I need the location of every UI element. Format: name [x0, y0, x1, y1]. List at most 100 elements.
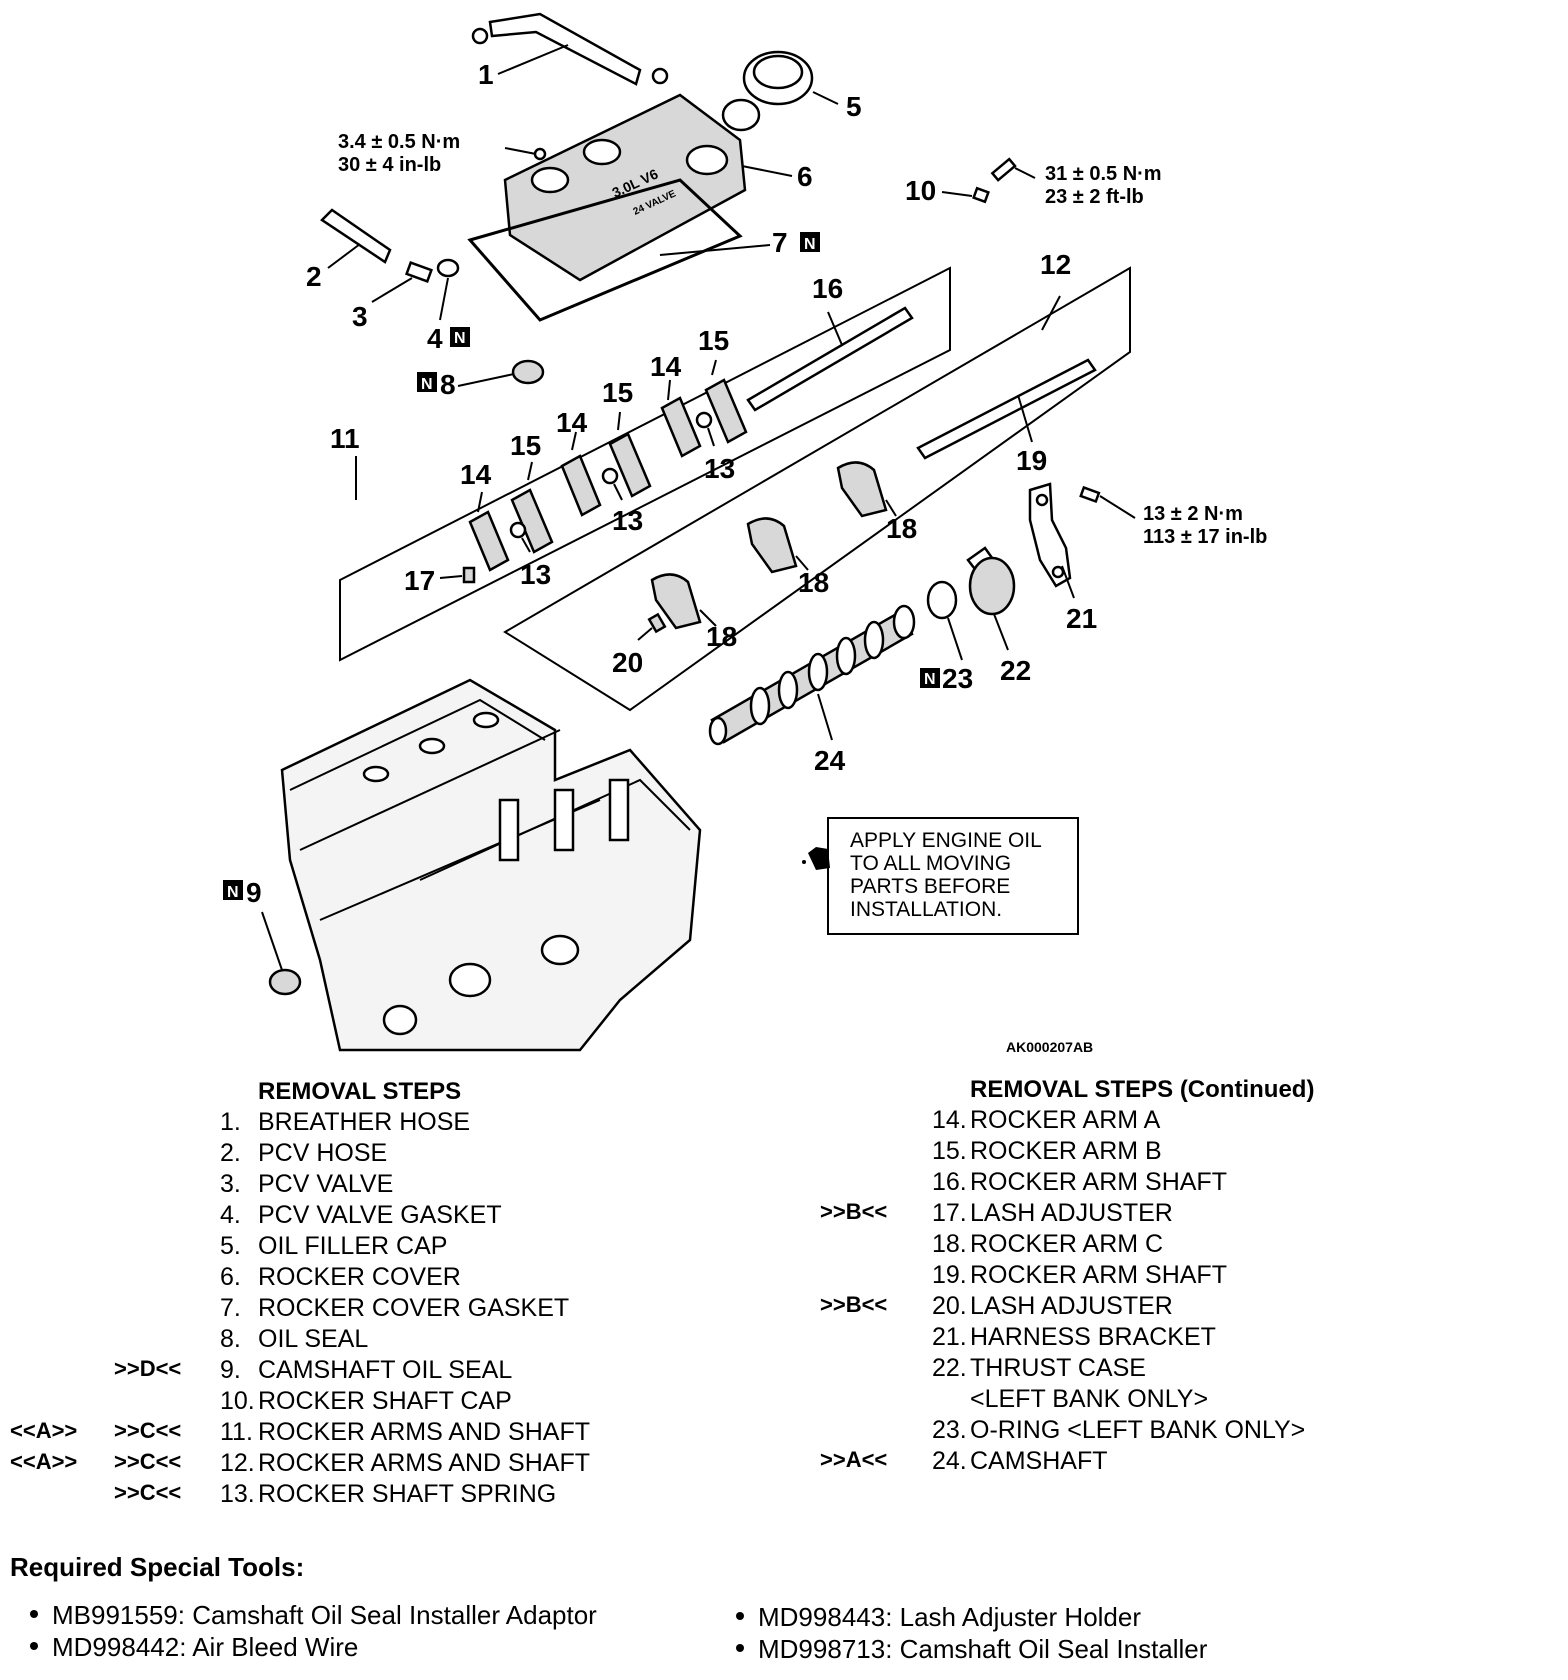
removal-steps-continued-title: REMOVAL STEPS (Continued) — [970, 1076, 1315, 1103]
new-part-marker-9 — [223, 880, 243, 900]
callout-24: 24 — [814, 745, 846, 776]
callout-22: 22 — [1000, 655, 1031, 686]
step-text: <LEFT BANK ONLY> — [970, 1385, 1209, 1413]
step-text: PCV VALVE GASKET — [258, 1201, 502, 1229]
step-text: ROCKER ARM A — [970, 1106, 1161, 1134]
bullet-icon — [30, 1642, 38, 1651]
step-number: 20. — [932, 1292, 967, 1320]
special-tool-item: MD998443: Lash Adjuster Holder — [736, 1602, 1141, 1633]
removal-step: >>C<< 13. ROCKER SHAFT SPRING — [0, 1480, 700, 1511]
step-number: 22. — [932, 1354, 967, 1382]
bullet-icon — [736, 1644, 744, 1653]
torque-spec-1-line-1: 3.4 ± 0.5 N·m — [338, 131, 460, 153]
rocker-arm-assembly-12-frame — [503, 266, 1131, 712]
special-tool-text: MB991559: Camshaft Oil Seal Installer Ad… — [52, 1600, 597, 1630]
oil-can-icon — [808, 847, 830, 870]
rocker-cover: 3.0L V6 24 VALVE — [503, 93, 747, 282]
torque-spec-3-line-2: 113 ± 17 in-lb — [1143, 526, 1267, 548]
bullet-icon — [736, 1612, 744, 1621]
step-number: 5. — [220, 1232, 241, 1260]
step-text: BREATHER HOSE — [258, 1108, 471, 1136]
lash-adjuster-17 — [462, 566, 476, 584]
rocker-arm-shaft-16 — [746, 306, 914, 412]
callout-20: 20 — [612, 647, 643, 678]
harness-bracket — [1028, 482, 1072, 588]
callout-8: 8 — [440, 369, 456, 400]
removal-step: 4. PCV VALVE GASKET — [0, 1201, 700, 1232]
rocker-arm-a-1 — [468, 510, 510, 572]
removal-step: 23. O-RING <LEFT BANK ONLY> — [780, 1416, 1560, 1447]
removal-step: 18. ROCKER ARM C — [780, 1230, 1560, 1261]
step-text: LASH ADJUSTER — [970, 1199, 1173, 1227]
step-text: O-RING <LEFT BANK ONLY> — [970, 1416, 1306, 1444]
step-text: ROCKER ARMS AND SHAFT — [258, 1449, 590, 1477]
step-text: OIL FILLER CAP — [258, 1232, 448, 1260]
oil-drip-icon — [802, 860, 806, 864]
callout-10: 10 — [905, 175, 936, 206]
callout-1: 1 — [478, 59, 494, 90]
callout-2: 2 — [306, 261, 322, 292]
callout-19: 19 — [1016, 445, 1047, 476]
step-prefix-2: >>C<< — [114, 1418, 182, 1443]
removal-step: >>B<< 17. LASH ADJUSTER — [780, 1199, 1560, 1230]
lash-adjuster-20 — [647, 612, 667, 634]
rocker-arm-shaft-19 — [916, 358, 1097, 460]
removal-steps-left: REMOVAL STEPS 1. BREATHER HOSE 2. PCV HO… — [0, 1068, 700, 1508]
callout-7: 7 — [772, 227, 788, 258]
step-number: 10. — [220, 1387, 255, 1415]
breather-hose — [471, 12, 669, 86]
step-number: 13. — [220, 1480, 255, 1508]
removal-steps-title: REMOVAL STEPS — [258, 1078, 462, 1105]
bullet-icon — [30, 1610, 38, 1619]
rocker-arm-a-2 — [560, 454, 602, 517]
removal-step: <LEFT BANK ONLY> — [780, 1385, 1560, 1416]
rocker-cover-gasket — [467, 178, 743, 322]
removal-step: <<A>> >>C<< 11. ROCKER ARMS AND SHAFT — [0, 1418, 700, 1449]
thrust-case — [966, 546, 1016, 616]
callout-13a: 13 — [520, 559, 551, 590]
torque-spec-1-line-2: 30 ± 4 in-lb — [338, 154, 441, 176]
special-tool-item: MB991559: Camshaft Oil Seal Installer Ad… — [30, 1600, 597, 1631]
step-text: ROCKER ARM SHAFT — [970, 1261, 1227, 1289]
new-part-marker-23 — [920, 668, 940, 688]
callout-21: 21 — [1066, 603, 1097, 634]
rocker-arm-c-1 — [650, 573, 702, 630]
new-part-marker-4 — [450, 327, 470, 347]
special-tool-text: MD998713: Camshaft Oil Seal Installer — [758, 1634, 1208, 1664]
removal-step: 14. ROCKER ARM A — [780, 1106, 1560, 1137]
new-part-marker-7 — [800, 232, 820, 252]
callout-3: 3 — [352, 301, 368, 332]
rocker-shaft-spring-2 — [601, 467, 619, 485]
new-part-marker-23-label: N — [924, 671, 936, 688]
step-text: ROCKER SHAFT SPRING — [258, 1480, 557, 1508]
rocker-arm-assembly-11-frame — [339, 266, 951, 662]
step-number: 12. — [220, 1449, 255, 1477]
torque-spec-2-line-1: 31 ± 0.5 N·m — [1045, 163, 1162, 185]
step-prefix-2: >>D<< — [114, 1356, 182, 1381]
rocker-arm-b-1 — [510, 488, 554, 554]
step-number: 6. — [220, 1263, 241, 1291]
removal-step: >>A<< 24. CAMSHAFT — [780, 1447, 1560, 1478]
step-number: 2. — [220, 1139, 241, 1167]
engine-block — [280, 678, 702, 1052]
step-text: PCV HOSE — [258, 1139, 388, 1167]
callout-15b: 15 — [602, 377, 633, 408]
removal-step: 22. THRUST CASE — [780, 1354, 1560, 1385]
apply-engine-oil-note: APPLY ENGINE OIL TO ALL MOVING PARTS BEF… — [802, 817, 1079, 935]
removal-step: 10. ROCKER SHAFT CAP — [0, 1387, 700, 1418]
note-line-4: INSTALLATION. — [850, 898, 1002, 921]
step-text: ROCKER ARM C — [970, 1230, 1164, 1258]
step-number: 19. — [932, 1261, 967, 1289]
callout-14b: 14 — [556, 407, 588, 438]
removal-step: 2. PCV HOSE — [0, 1139, 700, 1170]
step-text: CAMSHAFT — [970, 1447, 1108, 1475]
removal-step: 15. ROCKER ARM B — [780, 1137, 1560, 1168]
removal-step: 5. OIL FILLER CAP — [0, 1232, 700, 1263]
rocker-shaft-spring-3 — [695, 411, 713, 429]
step-prefix-1: <<A>> — [10, 1449, 78, 1474]
callout-18c: 18 — [886, 513, 917, 544]
step-number: 8. — [220, 1325, 241, 1353]
note-line-3: PARTS BEFORE — [850, 875, 1010, 898]
step-prefix-2: >>C<< — [114, 1480, 182, 1505]
callout-14c: 14 — [650, 351, 682, 382]
